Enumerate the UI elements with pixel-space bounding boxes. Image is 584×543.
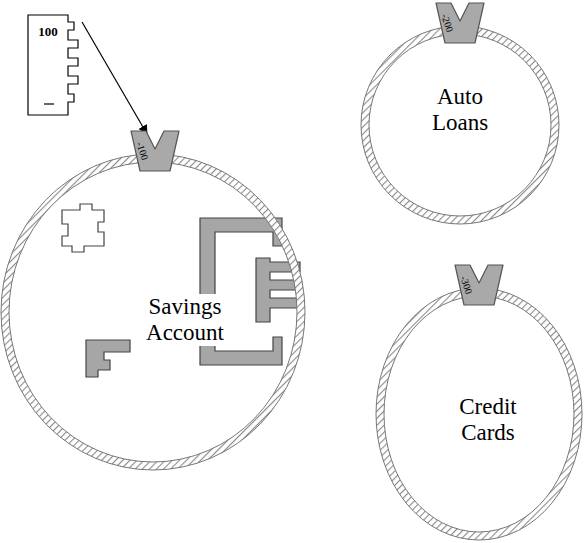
ring-edge [1, 154, 305, 470]
lock [455, 265, 503, 305]
ring-edge [384, 296, 574, 532]
lock-value: -300 [458, 275, 473, 296]
account-name: Savings Account [137, 294, 233, 347]
account-name: Auto Loans [412, 84, 508, 137]
ring-edge [361, 26, 559, 224]
hatched-ring [380, 292, 578, 536]
account-circle: Auto Loans [359, 24, 561, 226]
account-circle: Savings Account [0, 152, 307, 472]
account-name: Credit Cards [440, 394, 536, 447]
insert-arrow [82, 22, 147, 134]
lock [131, 131, 179, 171]
hatched-ring [365, 30, 555, 220]
lock-value: -100 [134, 141, 149, 162]
key-value: 100 [38, 25, 58, 38]
hatched-ring [5, 158, 301, 466]
lock-value: -200 [439, 13, 454, 34]
key-card [28, 15, 78, 115]
ring-edge [9, 162, 297, 462]
small-key [86, 340, 130, 377]
account-circle: Credit Cards [374, 286, 584, 542]
ring-edge [376, 288, 582, 540]
puzzle-piece [62, 204, 104, 252]
ring-edge [369, 34, 551, 216]
lock [436, 3, 484, 43]
key-mark [44, 103, 54, 104]
